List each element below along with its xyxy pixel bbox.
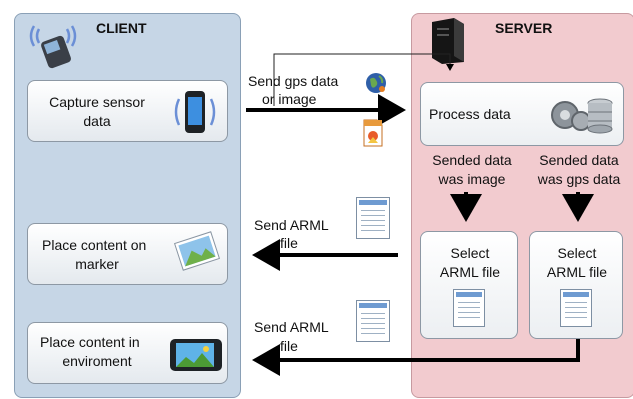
place-environment-label-2: enviroment: [62, 353, 132, 369]
process-data-label: Process data: [429, 106, 511, 122]
image-file-icon: [362, 118, 384, 148]
document-icon: [356, 197, 390, 239]
document-icon: [453, 289, 485, 327]
document-icon: [560, 289, 592, 327]
place-environment-box: Place content in enviroment: [27, 322, 228, 384]
server-tower-icon: [428, 14, 468, 66]
send-arml-arrow-2: [252, 339, 580, 376]
place-environment-label-1: Place content in: [40, 334, 140, 350]
capture-sensor-box: Capture sensor data: [27, 80, 228, 142]
send-arml-2-label-2: file: [280, 338, 298, 354]
send-arml-1-label-2: file: [280, 235, 298, 251]
server-link-line: [273, 53, 454, 106]
branch-image-label-2: was image: [438, 171, 506, 187]
marker-photo-icon: [172, 229, 222, 273]
phone-landscape-icon: [168, 335, 224, 375]
branch-gps-label-2: was gps data: [537, 171, 621, 187]
place-marker-box: Place content on marker: [27, 223, 228, 285]
capture-sensor-label-2: data: [83, 113, 111, 129]
select-left-label-1: Select: [450, 245, 490, 261]
send-gps-label-2: or image: [262, 91, 317, 107]
branch-image-label-1: Sended data: [432, 152, 512, 168]
wireless-device-icon: [26, 18, 80, 70]
branch-gps-label-1: Sended data: [539, 152, 619, 168]
select-left-label-2: ARML file: [439, 264, 501, 280]
select-right-label-1: Select: [557, 245, 597, 261]
send-arml-1-label-1: Send ARML: [254, 217, 329, 233]
database-gears-icon: [547, 93, 615, 137]
select-right-label-2: ARML file: [546, 264, 608, 280]
capture-sensor-label-1: Capture sensor: [49, 94, 145, 110]
send-arml-2-label-1: Send ARML: [254, 319, 329, 335]
place-marker-label-1: Place content on: [42, 237, 147, 253]
select-arml-left-box: Select ARML file: [420, 231, 518, 339]
select-arml-right-box: Select ARML file: [529, 231, 623, 339]
send-gps-label-1: Send gps data: [248, 73, 339, 89]
document-icon: [356, 300, 390, 342]
client-title: CLIENT: [96, 20, 147, 36]
place-marker-label-2: marker: [75, 256, 119, 272]
globe-icon: [363, 70, 389, 96]
smartphone-icon: [170, 87, 220, 137]
server-title: SERVER: [495, 20, 553, 36]
process-data-box: Process data: [420, 82, 624, 146]
